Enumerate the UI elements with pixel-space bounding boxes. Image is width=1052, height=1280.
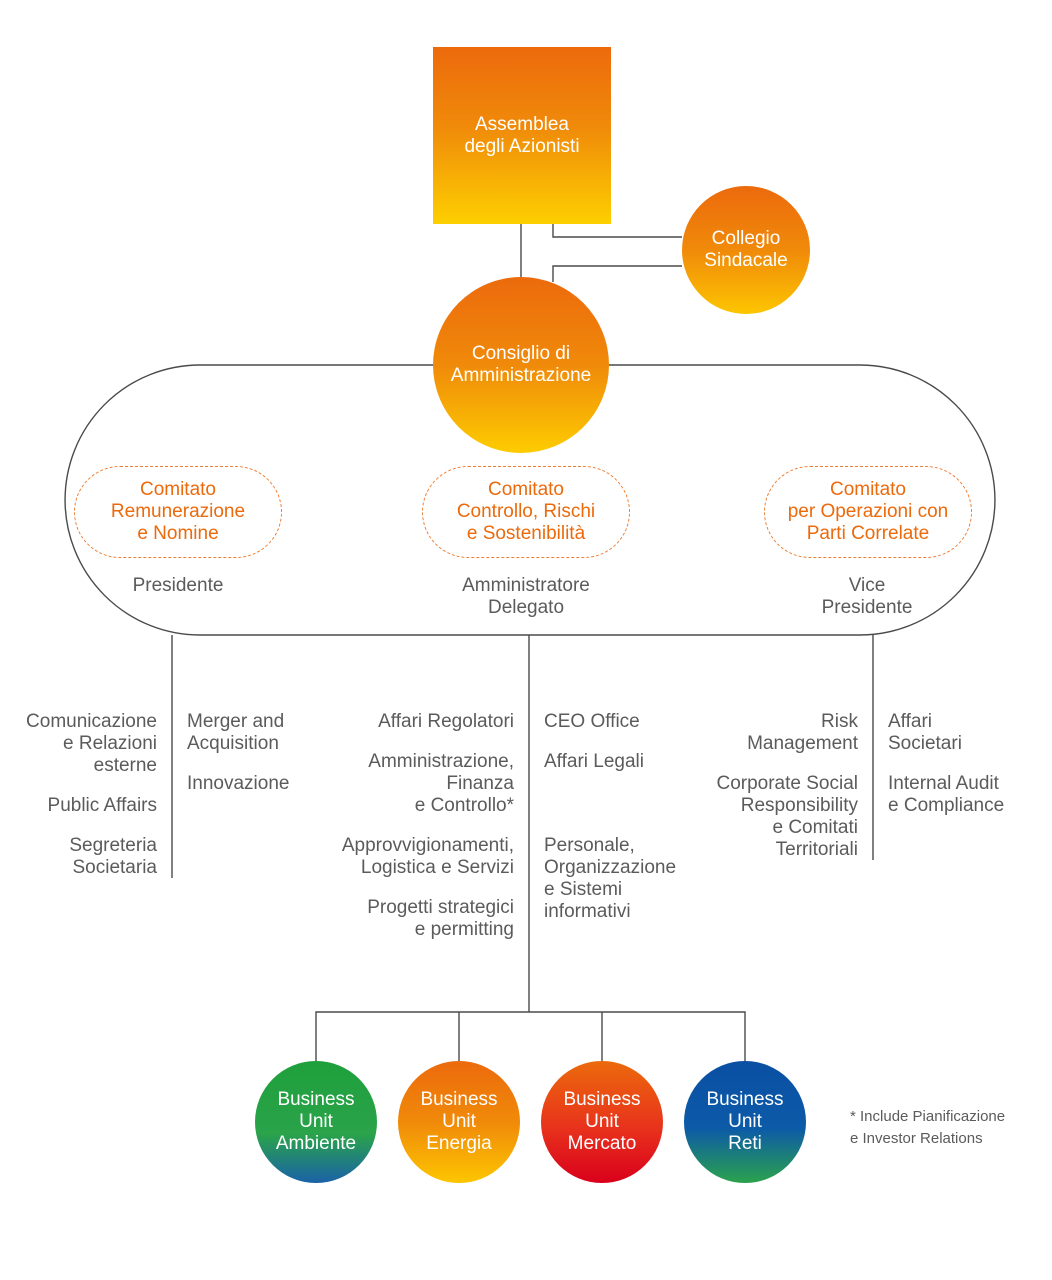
role-presidente: Presidente <box>132 575 224 596</box>
function-personale-organizzazione: Personale, Organizzazione e Sistemi info… <box>544 835 677 922</box>
vice-functions-left: Risk Management Corporate Social Respons… <box>690 711 858 861</box>
presidente-functions-right: Merger and Acquisition Innovazione <box>187 711 327 795</box>
role-vice-presidente: Vice Presidente <box>821 575 913 618</box>
function-affari-regolatori: Affari Regolatori <box>378 711 514 732</box>
collegio-label: Collegio Sindacale <box>704 228 788 271</box>
function-amministrazione-finanza: Amministrazione, Finanza e Controllo* <box>368 751 514 816</box>
comitato-controllo-rischi: Comitato Controllo, Rischi e Sostenibili… <box>422 466 630 558</box>
comitato-remunerazione-label: Comitato Remunerazione e Nomine <box>110 479 246 544</box>
function-risk-management: Risk Management <box>747 711 858 754</box>
assemblea-azionisti-box: Assemblea degli Azionisti <box>433 47 611 224</box>
function-internal-audit: Internal Audit e Compliance <box>888 773 1005 816</box>
function-ceo-office: CEO Office <box>544 711 640 732</box>
function-corporate-social-responsibility: Corporate Social Responsibility e Comita… <box>716 773 858 860</box>
comitato-remunerazione: Comitato Remunerazione e Nomine <box>74 466 282 558</box>
function-innovazione: Innovazione <box>187 773 290 794</box>
footnote: * Include Pianificazione e Investor Rela… <box>850 1108 1006 1147</box>
function-affari-societari: Affari Societari <box>888 711 962 754</box>
comitato-parti-correlate-label: Comitato per Operazioni con Parti Correl… <box>787 479 949 544</box>
bu-ambiente-label: Business Unit Ambiente <box>275 1089 357 1154</box>
bu-reti-label: Business Unit Reti <box>706 1089 784 1154</box>
consiglio-label: Consiglio di Amministrazione <box>450 343 592 386</box>
function-progetti-strategici: Progetti strategici e permitting <box>367 897 514 940</box>
business-unit-mercato: Business Unit Mercato <box>541 1061 663 1183</box>
ad-functions-right: CEO Office Affari Legali Personale, Orga… <box>544 711 704 923</box>
function-public-affairs: Public Affairs <box>47 795 157 816</box>
comitato-parti-correlate: Comitato per Operazioni con Parti Correl… <box>764 466 972 558</box>
presidente-functions-left: Comunicazione e Relazioni esterne Public… <box>0 711 157 879</box>
function-comunicazione: Comunicazione e Relazioni esterne <box>26 711 157 776</box>
bu-mercato-label: Business Unit Mercato <box>563 1089 641 1154</box>
business-unit-reti: Business Unit Reti <box>684 1061 806 1183</box>
comitato-controllo-label: Comitato Controllo, Rischi e Sostenibili… <box>456 479 596 544</box>
function-affari-legali: Affari Legali <box>544 751 644 772</box>
function-segreteria-societaria: Segreteria Societaria <box>69 835 157 878</box>
function-merger-acquisition: Merger and Acquisition <box>187 711 285 754</box>
assemblea-label: Assemblea degli Azionisti <box>464 113 580 157</box>
bu-energia-label: Business Unit Energia <box>420 1089 498 1154</box>
vice-functions-right: Affari Societari Internal Audit e Compli… <box>888 711 1048 817</box>
function-approvvigionamenti: Approvvigionamenti, Logistica e Servizi <box>341 835 514 878</box>
ad-functions-left: Affari Regolatori Amministrazione, Finan… <box>300 711 514 941</box>
role-amministratore-delegato: Amministratore Delegato <box>462 575 590 618</box>
consiglio-amministrazione-circle: Consiglio di Amministrazione <box>433 277 609 453</box>
business-unit-ambiente: Business Unit Ambiente <box>255 1061 377 1183</box>
business-unit-energia: Business Unit Energia <box>398 1061 520 1183</box>
collegio-sindacale-circle: Collegio Sindacale <box>682 186 810 314</box>
